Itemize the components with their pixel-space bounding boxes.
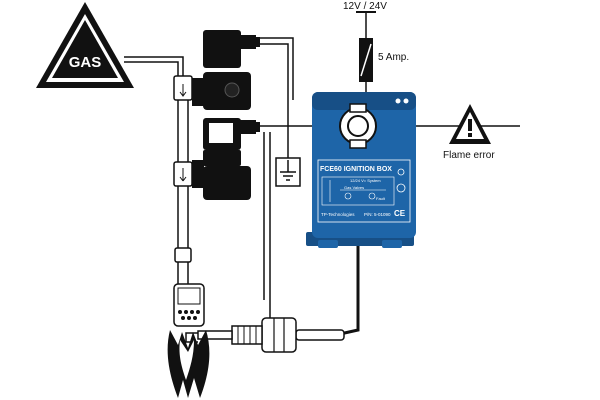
flame-error-label: Flame error (443, 150, 495, 161)
ground-symbol (275, 157, 301, 187)
ignition-box-maker: TP-Technologies (321, 212, 355, 217)
spark-plug (185, 317, 345, 353)
fuse-symbol (359, 38, 373, 82)
solenoid-valve-1 (192, 30, 260, 110)
fuse-label: 5 Amp. (378, 52, 409, 63)
ignition-box-line3: Fault (376, 196, 386, 201)
gas-label: GAS (69, 54, 102, 71)
flame-error-warning-icon (449, 104, 491, 144)
flow-arrow-icon (179, 168, 187, 182)
ignition-box-line1: 12/24 V= System (350, 178, 381, 183)
gas-pipe (124, 56, 189, 285)
flow-arrow-icon (179, 84, 187, 97)
flame-icon (167, 330, 210, 398)
pipe-joint (174, 247, 192, 263)
ce-mark: CE (394, 209, 406, 218)
burner-head (173, 283, 205, 327)
ignition-box (306, 92, 416, 248)
ignition-box-part-no: P/N: 5-01090 (364, 212, 391, 217)
ignition-box-line2: Gas Valves (344, 185, 364, 190)
gas-warning-sign: GAS (36, 2, 134, 88)
solenoid-valve-2 (192, 118, 260, 200)
supply-label: 12V / 24V (343, 1, 387, 12)
ignition-box-title: FCE60 IGNITION BOX (320, 166, 392, 173)
ignition-cable (339, 246, 360, 336)
